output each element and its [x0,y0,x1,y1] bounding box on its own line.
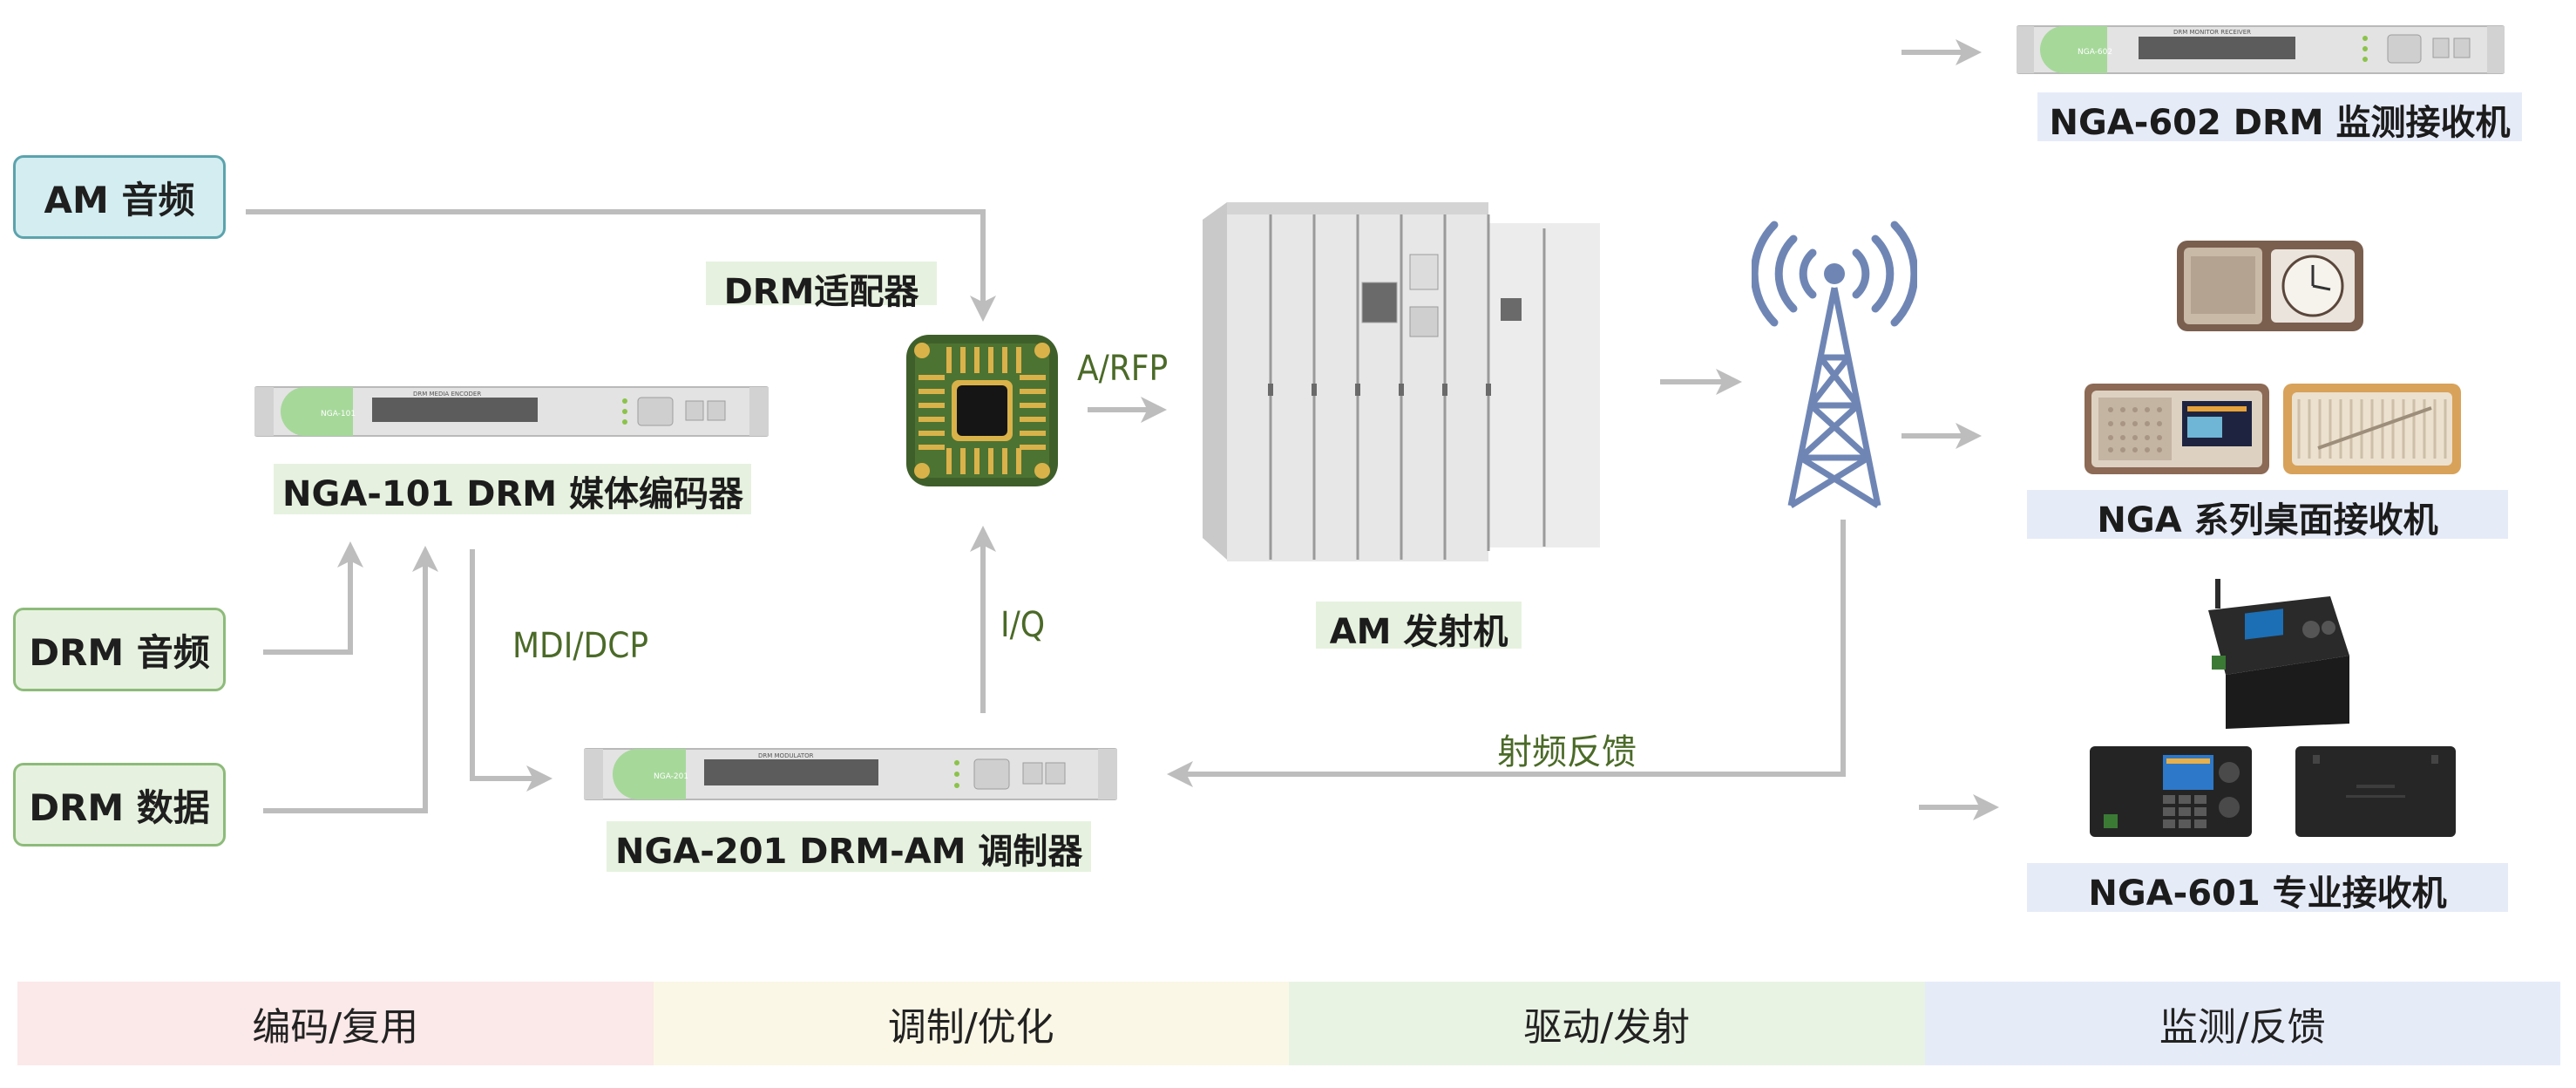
stage-label: 编码/复用 [252,1005,419,1050]
drm-data-label: DRM 数据 [29,785,210,829]
signal-rf-feedback: 射频反馈 [1497,732,1637,772]
drm-audio-label: DRM 音频 [29,630,210,674]
signal-mdi-dcp: MDI/DCP [512,626,649,666]
transmitter-label: AM 发射机 [1316,602,1522,652]
modulator-device-image: NGA-201 DRM MODULATOR [584,748,1117,800]
desktop-receiver-clock-image [2177,241,2363,331]
pro-receiver-front-image [2090,746,2252,837]
am-audio-to-adapter-arrow [246,209,996,322]
modulator-label: NGA-201 DRM-AM 调制器 [607,821,1091,872]
encoder-device-image: NGA-101 DRM MEDIA ENCODER [254,386,769,437]
encoder-label: NGA-101 DRM 媒体编码器 [274,464,751,514]
stage-label: 调制/优化 [887,1005,1054,1050]
stage-cell: 调制/优化 [653,982,1289,1065]
svg-text:NGA-101: NGA-101 [321,410,356,418]
desktop-receiver-wood-image [2283,384,2461,474]
stage-label: 驱动/发射 [1523,1005,1691,1050]
svg-text:NGA-602: NGA-602 [2078,48,2112,57]
stage-cell: 监测/反馈 [1924,982,2560,1065]
desktop-receivers-label: NGA 系列桌面接收机 [2027,490,2508,541]
pro-receiver-label: NGA-601 专业接收机 [2027,863,2508,914]
drm-audio-to-encoder-arrow [263,541,363,655]
signal-iq: I/Q [1000,605,1046,645]
adapter-label: DRM适配器 [706,262,937,312]
svg-text:DRM MEDIA ENCODER: DRM MEDIA ENCODER [413,391,481,398]
svg-text:DRM MONITOR RECEIVER: DRM MONITOR RECEIVER [2173,29,2251,36]
pro-receiver-back-image [2295,746,2456,837]
encoder-to-modulator-arrow [470,549,552,792]
svg-text:DRM MODULATOR: DRM MODULATOR [758,752,814,759]
am-audio-input: AM 音频 [13,155,226,239]
pro-receiver-top-image [2208,579,2349,729]
svg-text:NGA-201: NGA-201 [654,772,688,781]
antenna-tower-icon [1752,221,1917,508]
drm-data-input: DRM 数据 [13,763,226,847]
signal-a-rfp: A/RFP [1077,349,1169,389]
stage-cell: 驱动/发射 [1289,982,1925,1065]
desktop-receiver-screen-image [2085,384,2269,474]
stage-label: 监测/反馈 [2159,1005,2326,1050]
drm-data-to-encoder-arrow [263,546,438,813]
monitor-device-image: NGA-602 DRM MONITOR RECEIVER [2017,25,2505,74]
transmitter-cabinet-image [1203,202,1600,561]
antenna-feedback-to-modulator-arrow [1167,520,1846,787]
stage-cell: 编码/复用 [17,982,654,1065]
drm-audio-input: DRM 音频 [13,608,226,691]
monitor-label: NGA-602 DRM 监测接收机 [2037,92,2522,143]
adapter-chip-image [906,335,1058,486]
am-audio-label: AM 音频 [44,178,195,221]
